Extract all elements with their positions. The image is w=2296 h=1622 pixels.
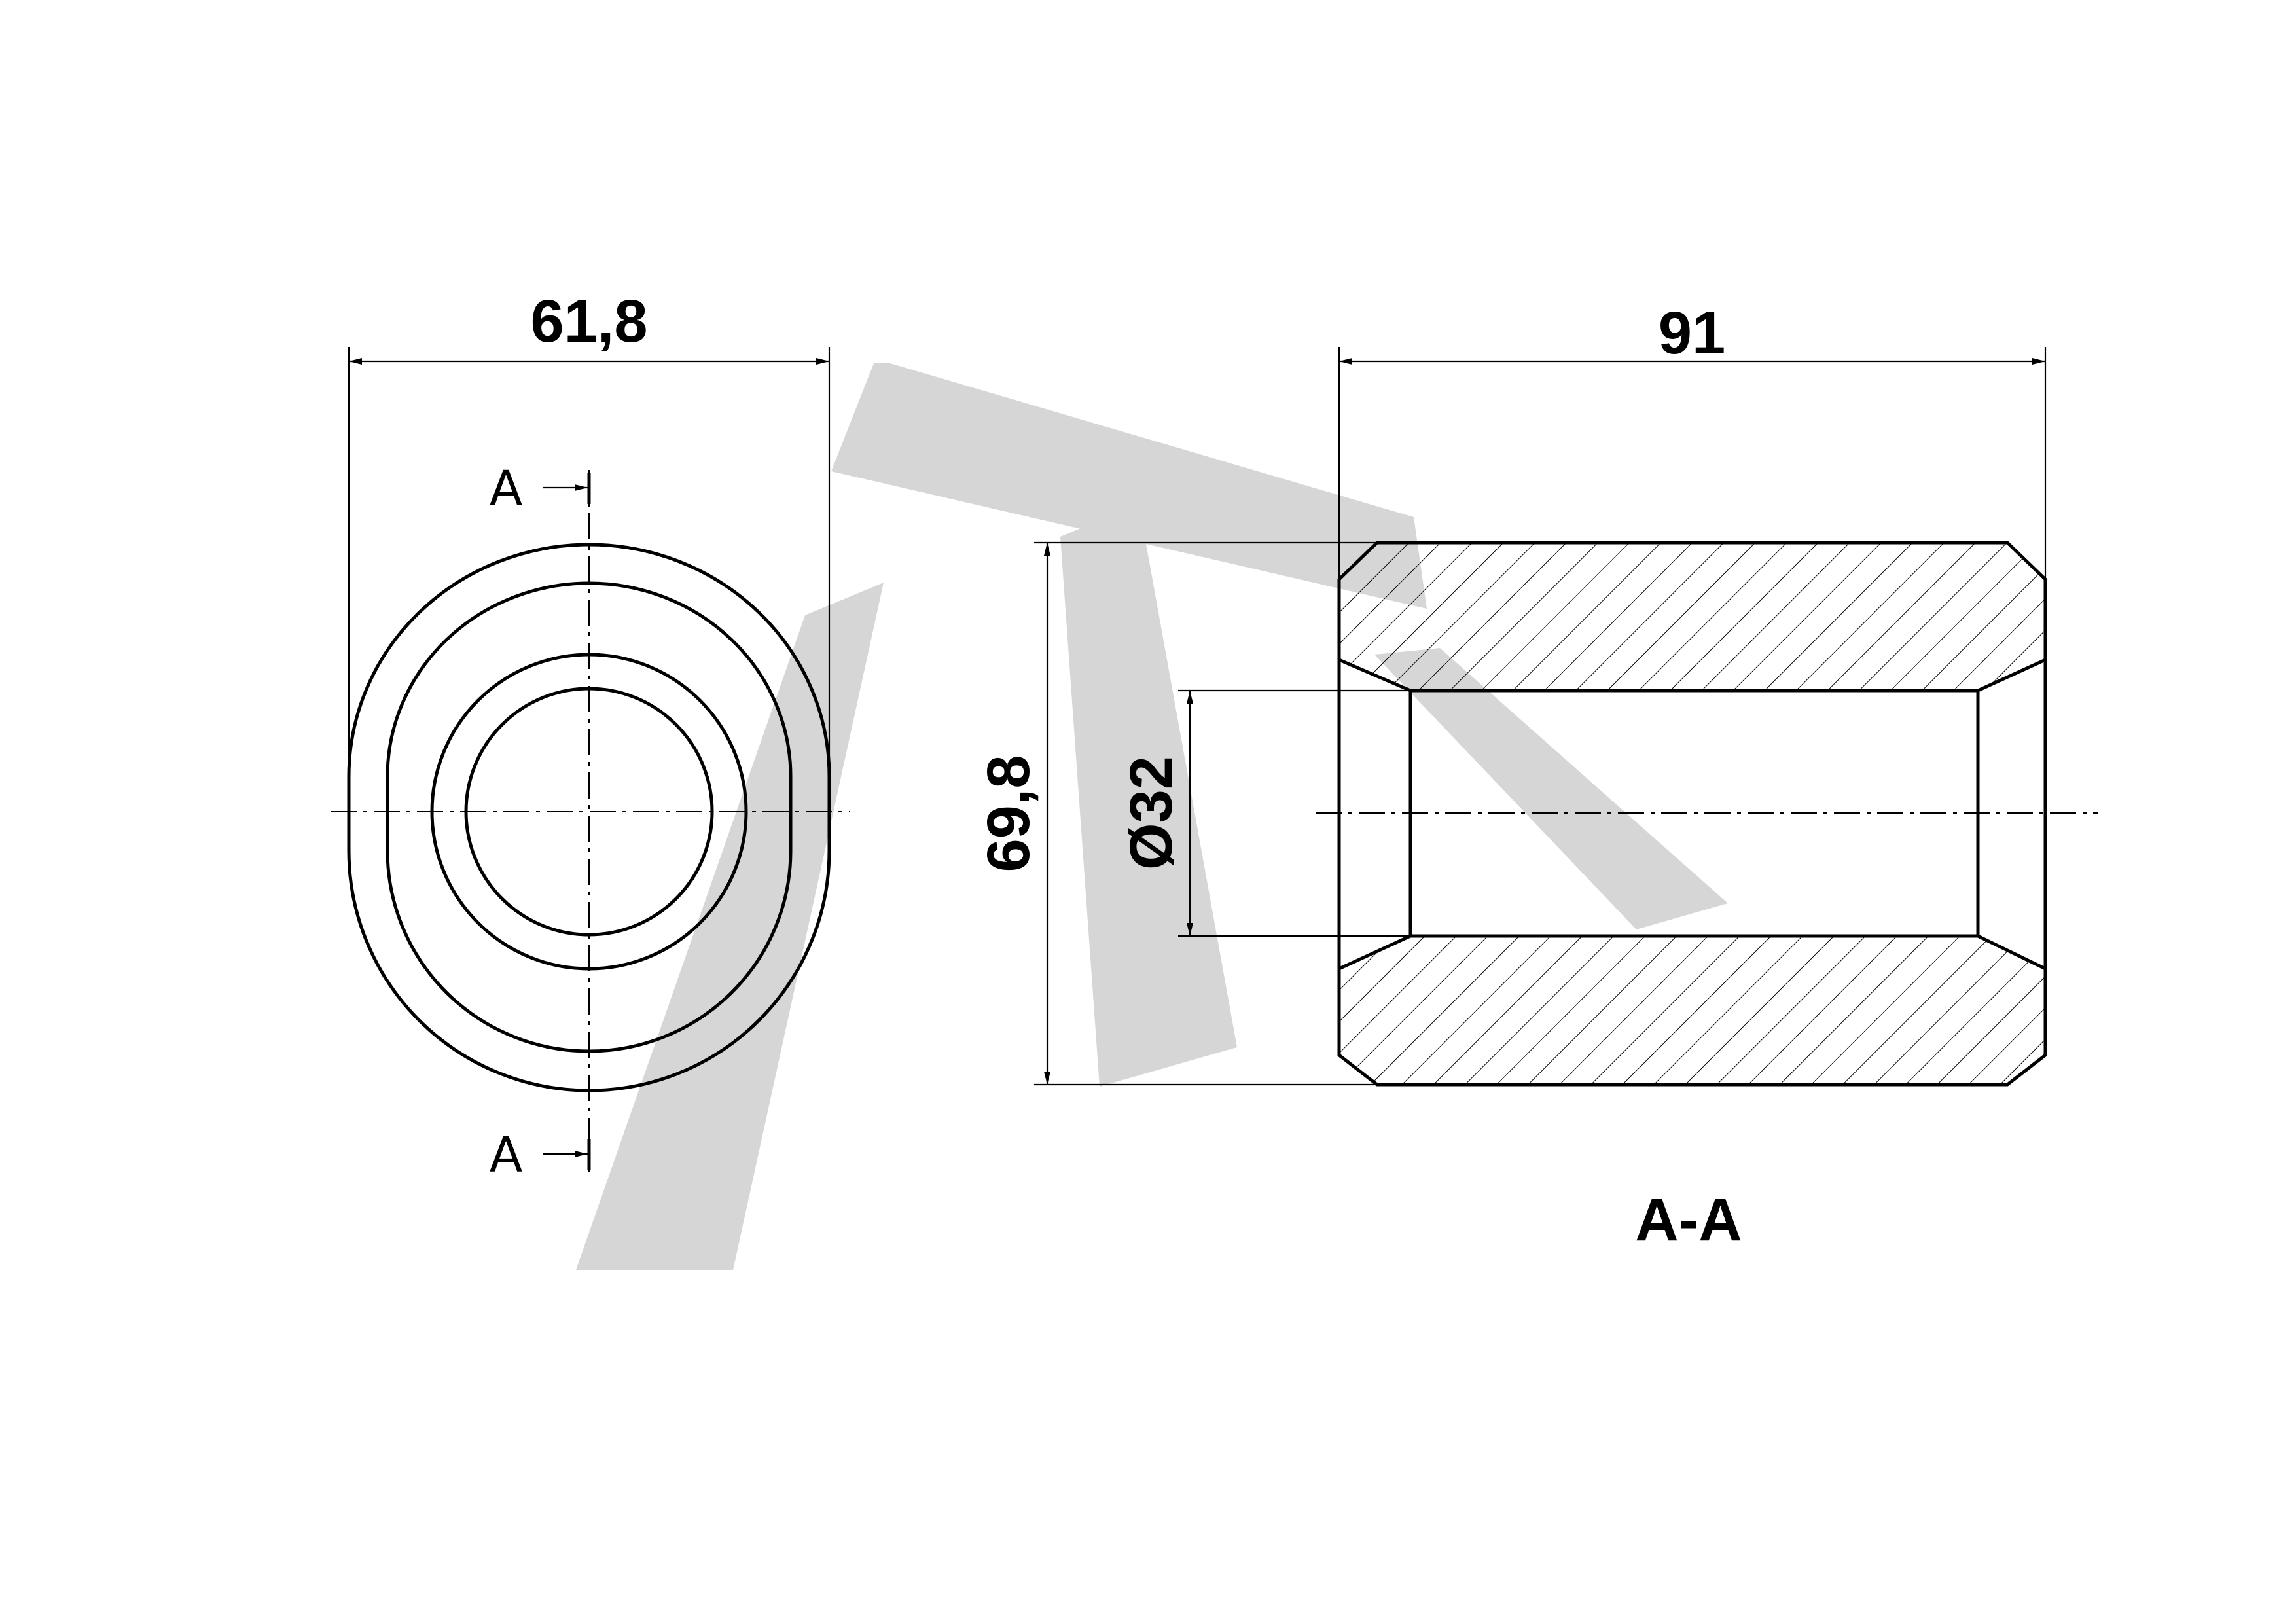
top-wall-hatch (1339, 543, 2045, 691)
front-view: 61,8 A A (331, 288, 850, 1183)
section-marker-top: A (490, 461, 523, 517)
section-view: 91 69,8 Ø32 A-A (975, 300, 2098, 1253)
inner-rim (386, 581, 793, 1053)
section-marker-bottom: A (490, 1127, 523, 1183)
watermark-logo (576, 363, 1728, 1270)
bore-dimension-text: Ø32 (1118, 756, 1185, 870)
length-dimension-text: 91 (1659, 300, 1725, 367)
section-outline (1337, 541, 2047, 1087)
inner-bore-circle (464, 687, 714, 937)
height-dimension-text: 69,8 (975, 755, 1042, 872)
section-label: A-A (1635, 1187, 1742, 1253)
width-dimension-text: 61,8 (530, 288, 647, 355)
bottom-wall-hatch (1339, 936, 2045, 1085)
outer-contour (347, 543, 831, 1092)
